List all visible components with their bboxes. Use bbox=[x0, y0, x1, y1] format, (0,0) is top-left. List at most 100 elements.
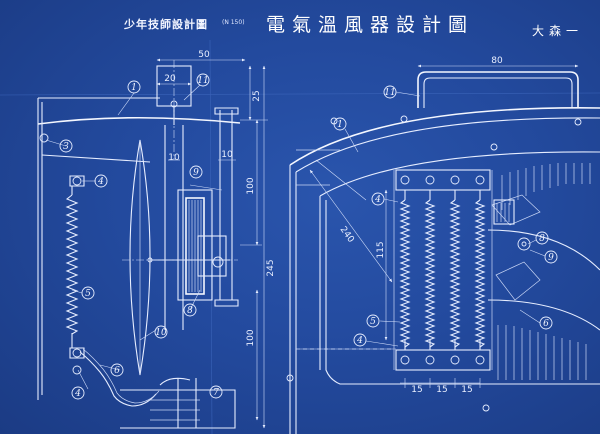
rivet bbox=[400, 115, 408, 123]
motor-mount bbox=[197, 235, 227, 277]
heater-coil-2 bbox=[424, 199, 436, 348]
front-view bbox=[286, 64, 600, 434]
leader bbox=[395, 91, 421, 97]
leader bbox=[45, 139, 67, 147]
author-name: 大森一 bbox=[532, 24, 584, 38]
coil-top-bar bbox=[395, 169, 491, 191]
fan-shroud-lower bbox=[487, 299, 600, 331]
leader bbox=[529, 249, 546, 257]
dim-10b: 10 bbox=[221, 150, 233, 160]
terminal-screw bbox=[475, 355, 485, 365]
dim-115: 115 bbox=[376, 241, 386, 258]
handle bbox=[417, 71, 579, 108]
part-8-label: 8 bbox=[539, 234, 545, 244]
part-label-circle bbox=[94, 174, 108, 188]
coil-leads bbox=[404, 190, 481, 200]
part-5-label: 5 bbox=[370, 317, 376, 327]
motor-windings bbox=[188, 200, 202, 292]
magazine-title: 少年技師設計圖 bbox=[124, 18, 208, 31]
terminal-screw bbox=[425, 355, 435, 365]
leader bbox=[519, 309, 541, 324]
terminal-screw bbox=[425, 175, 435, 185]
part-label-circle bbox=[189, 165, 203, 179]
part-9-label: 9 bbox=[548, 253, 554, 263]
leader bbox=[365, 340, 399, 347]
leader bbox=[117, 92, 135, 116]
dim-240: 240 bbox=[338, 225, 356, 245]
part-1-label: 1 bbox=[337, 120, 343, 130]
post-cap bbox=[214, 107, 239, 115]
motor-front bbox=[493, 199, 515, 225]
leader bbox=[71, 289, 83, 294]
hub-center bbox=[521, 241, 527, 247]
part-label-circle bbox=[544, 250, 558, 264]
dome-inner bbox=[295, 117, 600, 173]
part-label-circle bbox=[353, 333, 367, 347]
part-label-circle bbox=[371, 192, 385, 206]
coil-bottom-bar bbox=[395, 349, 491, 371]
vent-slots bbox=[501, 163, 591, 210]
handle-inner bbox=[423, 77, 573, 108]
fold-line bbox=[209, 39, 213, 434]
dim-25: 25 bbox=[252, 90, 262, 101]
dim-15b: 15 bbox=[436, 385, 447, 395]
part-label-circle bbox=[71, 386, 85, 400]
dome-outer bbox=[289, 107, 600, 166]
dim-15a: 15 bbox=[411, 385, 422, 395]
part-3-label: 3 bbox=[63, 142, 69, 152]
part-label-circle bbox=[196, 73, 210, 87]
hub bbox=[517, 237, 531, 251]
fan-blade-front bbox=[491, 194, 541, 226]
post-cap bbox=[214, 299, 239, 307]
dim-50: 50 bbox=[198, 50, 210, 60]
bolt bbox=[72, 348, 82, 358]
terminal-block bbox=[69, 347, 85, 359]
part-label-circle bbox=[383, 85, 397, 99]
leader bbox=[139, 329, 157, 341]
leader bbox=[383, 198, 399, 203]
part-label-circle bbox=[539, 316, 553, 330]
part-label-circle bbox=[183, 303, 197, 317]
motor-core bbox=[185, 197, 205, 295]
part-label-circle bbox=[110, 363, 124, 377]
rivet bbox=[482, 404, 490, 412]
leader bbox=[189, 289, 201, 311]
cord bbox=[79, 351, 157, 407]
pulley bbox=[212, 256, 224, 268]
leader bbox=[99, 364, 121, 371]
part-label-circle bbox=[154, 325, 168, 339]
dim-245: 245 bbox=[266, 259, 276, 276]
part-4-label: 4 bbox=[97, 177, 104, 187]
coil-leads bbox=[404, 340, 481, 350]
coil-frame-sides bbox=[393, 170, 493, 370]
side-view bbox=[37, 58, 268, 429]
bolt bbox=[39, 133, 49, 143]
dim-100b: 100 bbox=[246, 329, 256, 346]
dimension-240-line bbox=[309, 169, 393, 283]
leader bbox=[189, 184, 223, 191]
motor-front-hatch bbox=[496, 203, 510, 222]
part-8-label: 8 bbox=[187, 306, 193, 316]
leader bbox=[379, 320, 401, 323]
frame-arc-line bbox=[41, 154, 151, 163]
part-label-circle bbox=[209, 385, 223, 399]
terminal-screw bbox=[475, 175, 485, 185]
part-9-label: 9 bbox=[193, 168, 199, 178]
part-7-label: 7 bbox=[213, 388, 219, 398]
leader bbox=[183, 84, 201, 101]
heater-coil-4 bbox=[474, 199, 486, 348]
leader bbox=[77, 369, 89, 390]
leader bbox=[527, 239, 537, 245]
rear-post bbox=[219, 110, 233, 300]
cord-clip bbox=[159, 377, 191, 386]
rivet bbox=[490, 143, 498, 151]
part-11-label: 11 bbox=[197, 76, 208, 86]
heater-coil-3 bbox=[449, 199, 461, 348]
part-label-circle bbox=[127, 80, 141, 94]
part-5-label: 5 bbox=[85, 289, 91, 299]
dim-20: 20 bbox=[164, 74, 176, 84]
dim-10a: 10 bbox=[168, 153, 180, 163]
dim-15c: 15 bbox=[461, 385, 472, 395]
vent-slots-lower bbox=[497, 325, 587, 380]
